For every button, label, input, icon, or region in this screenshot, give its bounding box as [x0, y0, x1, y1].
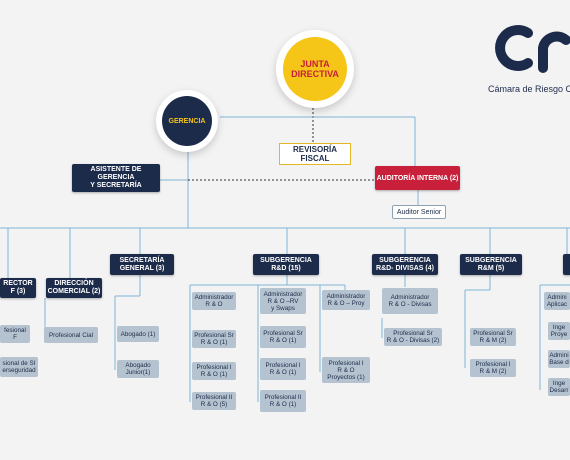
asistente-gerencia-box: ASISTENTE DE GERENCIA Y SECRETARÍA [72, 164, 160, 192]
rm-item-2: Profesional I R & M (2) [470, 359, 516, 377]
divisas-item-2: Profesional Sr R & O - Divisas (2) [384, 328, 442, 346]
right-item-4: Inge Desarr [548, 378, 570, 396]
rd-col1-item-4: Profesional II R & O (5) [192, 392, 236, 410]
secretaria-staff-2: Abogado Junior(1) [117, 360, 159, 378]
director-unit: RECTOR F (3) [0, 278, 36, 298]
auditoria-interna-box: AUDITORÍA INTERNA (2) [375, 166, 460, 190]
rd-col1-item-3: Profesional I R & O (1) [192, 362, 236, 380]
rd-col2-item-2: Profesional Sr R & O (1) [260, 326, 306, 348]
junta-directiva-node: JUNTA DIRECTIVA [276, 30, 354, 108]
auditor-senior-box: Auditor Senior [392, 205, 446, 219]
logo-caption: Cámara de Riesgo C [488, 84, 570, 94]
secretaria-staff-1: Abogado (1) [117, 326, 159, 342]
rm-item-1: Profesional Sr R & M (2) [470, 328, 516, 346]
rd-col1-item-1: Administrador R & O [192, 292, 236, 310]
right-item-3: Admini Base d [548, 350, 570, 368]
rd-col3-item-1: Administrador R & O – Proy [322, 290, 370, 310]
junta-directiva-label: JUNTA DIRECTIVA [283, 37, 347, 101]
director-staff-1: fesional F [0, 325, 30, 343]
right-item-2: Inge Proye [548, 322, 570, 340]
gerencia-node: GERENCIA [156, 90, 218, 152]
revisoria-fiscal-box: REVISORÍA FISCAL [279, 143, 351, 165]
divisas-item-1: Administrador R & O - Divisas [382, 288, 438, 314]
company-logo: Cámara de Riesgo C [488, 18, 570, 100]
logo-mark-icon [495, 25, 570, 73]
comercial-staff-1: Profesional Cial [44, 327, 98, 343]
right-unit-partial [563, 254, 570, 275]
gerencia-label: GERENCIA [162, 96, 212, 146]
direccion-comercial-unit: DIRECCIÓN COMERCIAL (2) [46, 278, 102, 298]
director-staff-2: sional de SI erseguridad [0, 357, 38, 377]
rd-col1-item-2: Profesional Sr R & O (1) [192, 330, 236, 348]
subgerencia-rd-unit: SUBGERENCIA R&D (15) [253, 254, 319, 275]
right-item-1: Admini Aplicac [544, 292, 570, 310]
rd-col2-item-1: Administrador R & O –RV y Swaps [260, 288, 306, 314]
subgerencia-divisas-unit: SUBGERENCIA R&D- DIVISAS (4) [372, 254, 438, 275]
rd-col2-item-4: Profesional II R & O (1) [260, 390, 306, 412]
secretaria-general-unit: SECRETARÍA GENERAL (3) [110, 254, 174, 275]
rd-col3-item-2: Profesional I R & O Proyectos (1) [322, 357, 370, 383]
rd-col2-item-3: Profesional I R & O (1) [260, 358, 306, 380]
subgerencia-rm-unit: SUBGERENCIA R&M (5) [460, 254, 522, 275]
